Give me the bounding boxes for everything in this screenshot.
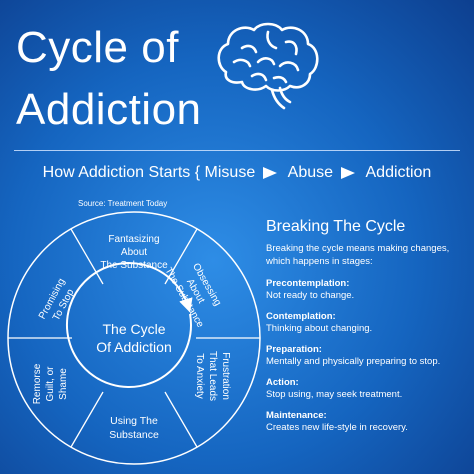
stage-name: Precontemplation: [266, 278, 350, 289]
svg-text:Fantasizing: Fantasizing [108, 234, 159, 245]
svg-text:Frustration: Frustration [220, 352, 231, 400]
stage-desc: Thinking about changing. [266, 323, 373, 334]
stage-desc: Not ready to change. [266, 290, 355, 301]
svg-text:Using The: Using The [110, 415, 158, 427]
svg-text:Guilt, or: Guilt, or [45, 366, 56, 402]
svg-text:Shame: Shame [58, 368, 69, 400]
stage-desc: Mentally and physically preparing to sto… [266, 356, 441, 367]
svg-text:To Anxiety: To Anxiety [194, 353, 205, 399]
arrow-right-icon [263, 167, 278, 179]
stage-action: Action: Stop using, may seek treatment. [266, 377, 466, 401]
title-line-2: Addiction [16, 85, 202, 134]
segment-using: Using The Substance [109, 415, 159, 441]
cycle-diagram: The Cycle Of Addiction Fantasizing About… [7, 211, 261, 465]
stage-maintenance: Maintenance: Creates new life-style in r… [266, 410, 466, 434]
stage-contemplation: Contemplation: Thinking about changing. [266, 311, 466, 335]
source-note: Source: Treatment Today [78, 199, 168, 208]
stage-name: Preparation: [266, 344, 322, 355]
stage-desc: Stop using, may seek treatment. [266, 389, 403, 400]
header-divider [14, 150, 460, 151]
svg-text:That Leads: That Leads [207, 351, 218, 401]
segment-frustration: Frustration That Leads To Anxiety [194, 351, 231, 401]
progression-step-misuse: Misuse [204, 164, 256, 181]
breaking-title: Breaking The Cycle [266, 218, 406, 235]
progression-line: How Addiction Starts { Misuse Abuse Addi… [0, 164, 474, 182]
stage-precontemplation: Precontemplation: Not ready to change. [266, 278, 466, 302]
segment-fantasizing: Fantasizing About The Substance [100, 234, 168, 271]
stage-preparation: Preparation: Mentally and physically pre… [266, 344, 466, 368]
progression-lead: How Addiction Starts { [42, 164, 201, 181]
progression-step-addiction: Addiction [365, 164, 432, 181]
stage-desc: Creates new life-style in recovery. [266, 422, 408, 433]
svg-text:The Substance: The Substance [100, 260, 168, 271]
segment-obsessing: Obsessing About The Substance [162, 262, 223, 330]
segment-remorse: Remorse Guilt, or Shame [32, 363, 69, 404]
stage-name: Maintenance: [266, 410, 327, 421]
svg-text:Substance: Substance [109, 429, 159, 441]
arrow-right-icon [341, 167, 356, 179]
breaking-the-cycle-panel: Breaking The Cycle Breaking the cycle me… [266, 218, 466, 443]
title-line-1: Cycle of [16, 23, 179, 72]
stage-name: Action: [266, 377, 299, 388]
cycle-center-line-2: Of Addiction [96, 339, 172, 355]
cycle-dividers [8, 228, 260, 448]
brain-icon [217, 22, 319, 110]
stage-name: Contemplation: [266, 311, 336, 322]
breaking-intro: Breaking the cycle means making changes,… [266, 243, 450, 267]
svg-text:Remorse: Remorse [32, 363, 43, 404]
cycle-arrow-ring [65, 262, 193, 388]
cycle-center-line-1: The Cycle [102, 321, 165, 337]
segment-promising: Promising To Stop [37, 277, 77, 323]
svg-text:About: About [121, 247, 147, 258]
progression-step-abuse: Abuse [287, 164, 334, 181]
